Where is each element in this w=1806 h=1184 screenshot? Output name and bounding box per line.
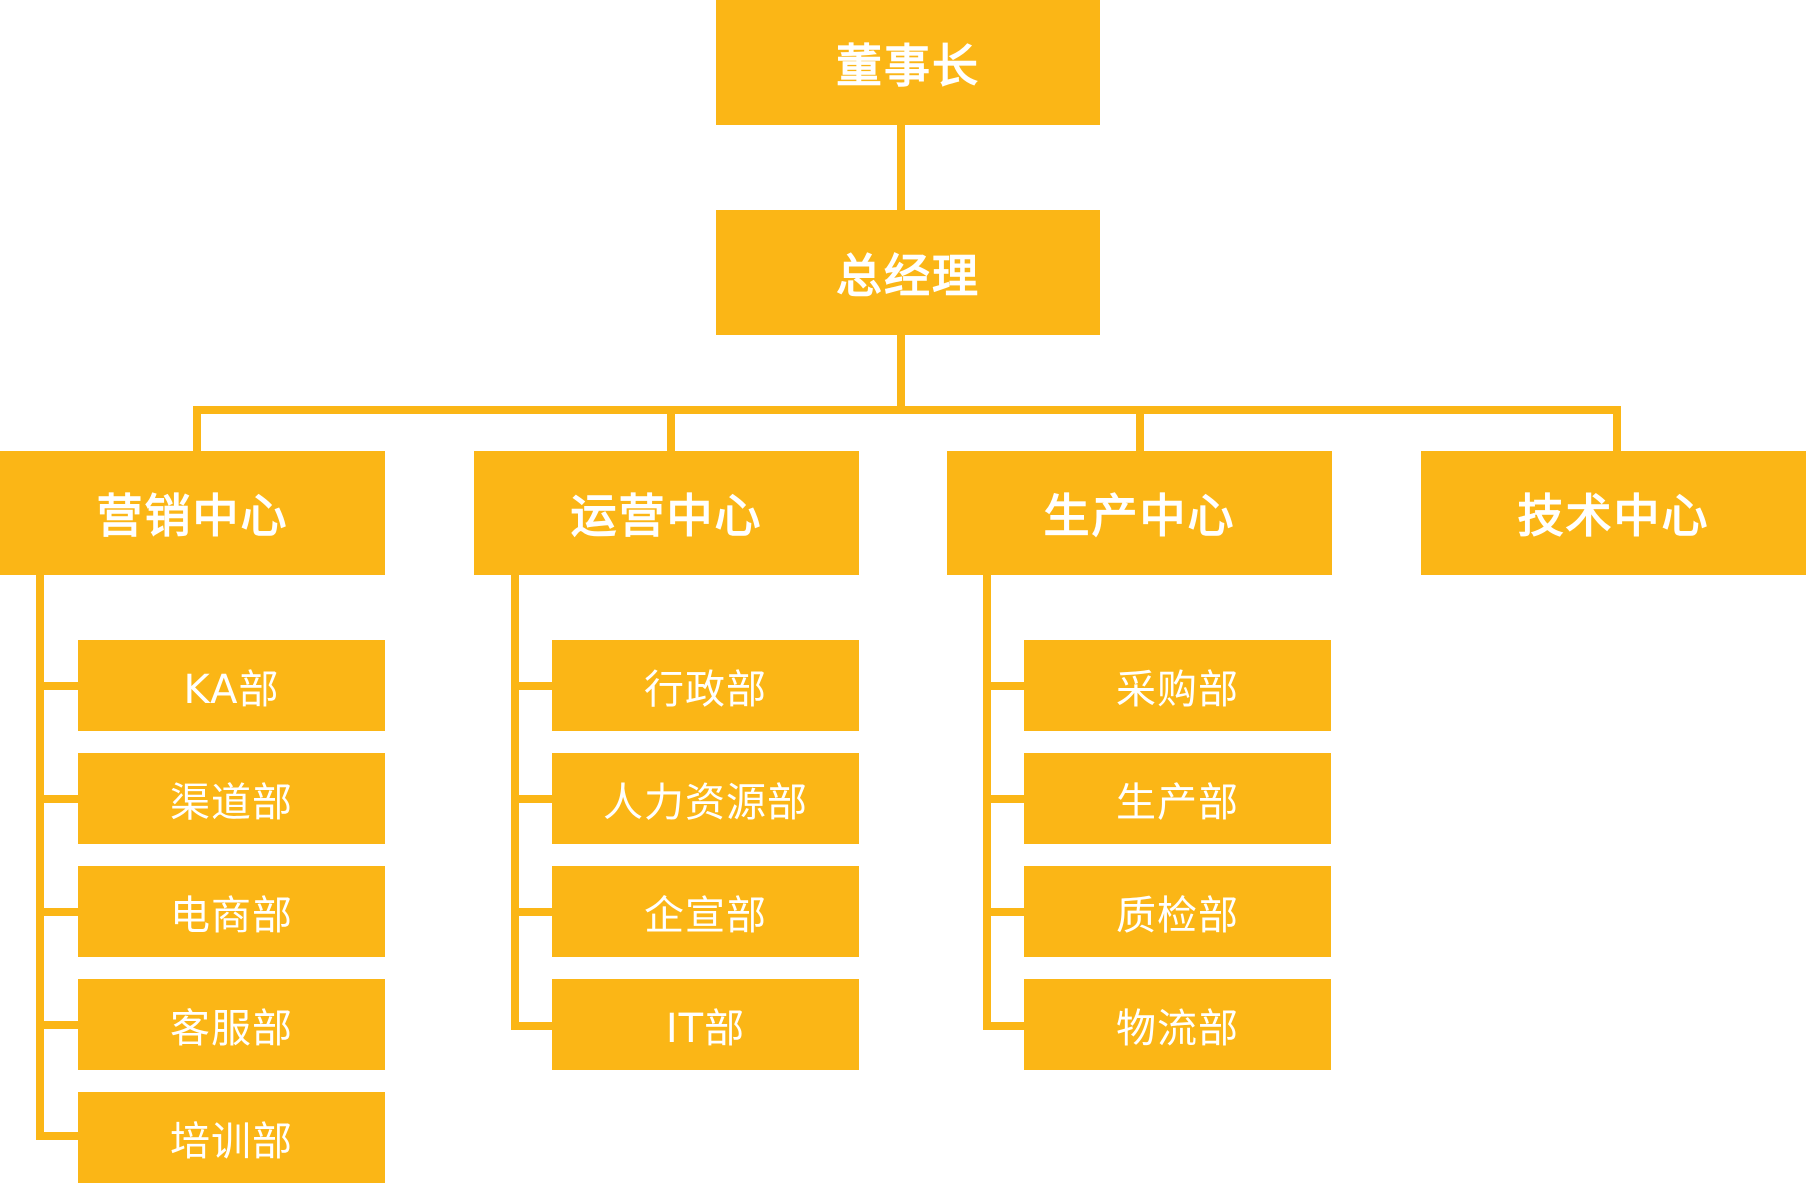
connector-center-1-branch xyxy=(36,908,80,916)
department-box: 采购部 xyxy=(1024,640,1331,731)
department-box: 行政部 xyxy=(552,640,859,731)
center-box-technology: 技术中心 xyxy=(1421,451,1806,575)
department-box: 渠道部 xyxy=(78,753,385,844)
connector-center-3-branch xyxy=(983,682,1025,690)
connector-center-2-branch xyxy=(511,795,553,803)
department-box: KA部 xyxy=(78,640,385,731)
connector-center-3-branch xyxy=(983,908,1025,916)
chairman-box: 董事长 xyxy=(716,0,1100,125)
department-box: 电商部 xyxy=(78,866,385,957)
department-box: 培训部 xyxy=(78,1092,385,1183)
department-box: 质检部 xyxy=(1024,866,1331,957)
connector-center-1-branch xyxy=(36,682,80,690)
connector-center-2-branch xyxy=(511,908,553,916)
connector-center-1-spine xyxy=(36,574,44,1140)
center-box-production: 生产中心 xyxy=(947,451,1332,575)
connector-bus-center-1 xyxy=(193,406,201,451)
general-manager-box: 总经理 xyxy=(716,210,1100,335)
connector-bus-center-3 xyxy=(1136,406,1144,451)
connector-center-1-branch xyxy=(36,1021,80,1029)
connector-center-bus xyxy=(193,406,1621,414)
department-box: 企宣部 xyxy=(552,866,859,957)
connector-chairman-gm xyxy=(897,124,905,210)
connector-gm-bus xyxy=(897,334,905,412)
department-box: 生产部 xyxy=(1024,753,1331,844)
connector-center-1-branch xyxy=(36,1132,80,1140)
department-box: IT部 xyxy=(552,979,859,1070)
connector-center-1-branch xyxy=(36,795,80,803)
center-box-marketing: 营销中心 xyxy=(0,451,385,575)
department-box: 物流部 xyxy=(1024,979,1331,1070)
connector-bus-center-2 xyxy=(667,406,675,451)
department-box: 客服部 xyxy=(78,979,385,1070)
connector-center-3-branch xyxy=(983,795,1025,803)
department-box: 人力资源部 xyxy=(552,753,859,844)
connector-center-2-branch xyxy=(511,682,553,690)
connector-center-2-branch xyxy=(511,1022,553,1030)
center-box-operations: 运营中心 xyxy=(474,451,859,575)
connector-bus-center-4 xyxy=(1613,406,1621,451)
connector-center-3-branch xyxy=(983,1022,1025,1030)
